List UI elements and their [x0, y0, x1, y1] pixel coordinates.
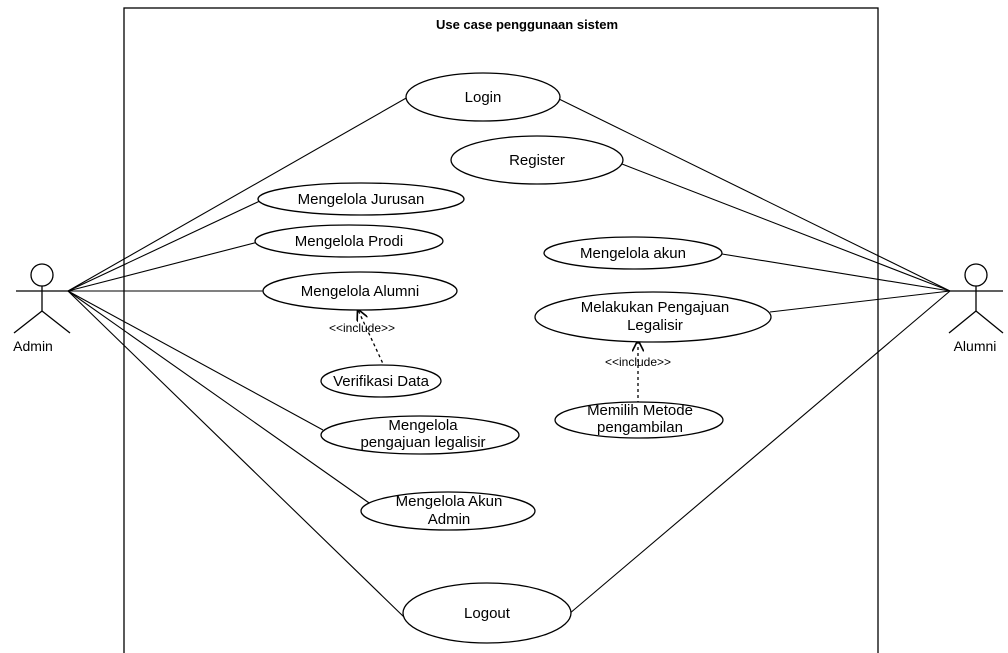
assoc-admin-logout [67, 290, 406, 619]
assoc-alumni-register [621, 163, 951, 292]
use-case-mengelola-pengajuan-label-line1: Mengelola [388, 417, 458, 434]
use-case-mengelola-akun-admin-label-line1: Mengelola Akun [396, 493, 503, 510]
assoc-alumni-mengelola-akun [721, 253, 951, 292]
use-case-register[interactable]: Register [450, 135, 624, 185]
use-case-mengelola-prodi-label: Mengelola Prodi [295, 233, 403, 250]
actor-alumni-head [964, 263, 988, 287]
assoc-admin-login [67, 96, 409, 292]
use-case-mengelola-prodi[interactable]: Mengelola Prodi [254, 224, 444, 258]
alumni-associations [558, 98, 951, 615]
actor-alumni[interactable] [948, 263, 1004, 334]
use-case-mengelola-pengajuan-label-line2: pengajuan legalisir [360, 434, 485, 451]
assoc-alumni-login [558, 98, 951, 292]
use-case-mengelola-pengajuan-legalisir[interactable]: Mengelola pengajuan legalisir [320, 415, 520, 455]
use-case-memilih-metode-label-line2: pengambilan [597, 419, 683, 436]
actor-alumni-leg-right [975, 310, 1004, 334]
actor-alumni-leg-left [948, 310, 977, 334]
use-case-melakukan-pengajuan-label-line2: Legalisir [627, 317, 683, 334]
use-case-mengelola-jurusan-label: Mengelola Jurusan [298, 191, 425, 208]
use-case-mengelola-alumni-label: Mengelola Alumni [301, 283, 419, 300]
include-label-left: <<include>> [329, 321, 395, 335]
use-case-register-label: Register [509, 152, 565, 169]
assoc-alumni-melakukan-pengajuan [769, 290, 951, 313]
use-case-verifikasi-data-label: Verifikasi Data [333, 373, 430, 390]
actor-admin-leg-left [13, 310, 43, 334]
system-title: Use case penggunaan sistem [436, 17, 618, 32]
actor-admin-leg-right [41, 310, 71, 334]
actor-admin-head [30, 263, 54, 287]
use-case-logout-label: Logout [464, 605, 511, 622]
use-case-verifikasi-data[interactable]: Verifikasi Data [320, 364, 442, 398]
use-case-melakukan-pengajuan-legalisir[interactable]: Melakukan Pengajuan Legalisir [534, 291, 772, 343]
include-relations: <<include>> <<include>> [329, 310, 671, 404]
admin-associations [67, 96, 409, 619]
use-case-mengelola-jurusan[interactable]: Mengelola Jurusan [257, 182, 465, 216]
use-case-memilih-metode-label-line1: Memilih Metode [587, 402, 693, 419]
use-case-logout[interactable]: Logout [402, 582, 572, 644]
use-case-melakukan-pengajuan-label-line1: Melakukan Pengajuan [581, 299, 729, 316]
include-verifikasi-to-alumni [358, 310, 386, 369]
use-case-memilih-metode-pengambilan[interactable]: Memilih Metode pengambilan [554, 401, 724, 439]
assoc-alumni-logout [568, 290, 951, 615]
system-boundary [123, 7, 879, 653]
include-label-right: <<include>> [605, 355, 671, 369]
use-case-mengelola-akun-label: Mengelola akun [580, 245, 686, 262]
actor-admin-label: Admin [13, 338, 53, 354]
assoc-admin-mengelola-prodi [67, 241, 259, 292]
use-case-mengelola-akun-admin-label-line2: Admin [428, 511, 471, 528]
assoc-admin-mengelola-pengajuan [67, 290, 324, 431]
use-case-login-label: Login [465, 89, 502, 106]
use-case-login[interactable]: Login [405, 72, 561, 122]
use-case-mengelola-akun-admin[interactable]: Mengelola Akun Admin [360, 491, 536, 531]
use-case-mengelola-akun[interactable]: Mengelola akun [543, 236, 723, 270]
actor-alumni-label: Alumni [954, 338, 997, 354]
assoc-admin-mengelola-akun-admin [67, 290, 373, 506]
actor-admin[interactable] [13, 263, 71, 334]
assoc-admin-mengelola-jurusan [67, 199, 263, 292]
use-case-mengelola-alumni[interactable]: Mengelola Alumni [262, 271, 458, 311]
